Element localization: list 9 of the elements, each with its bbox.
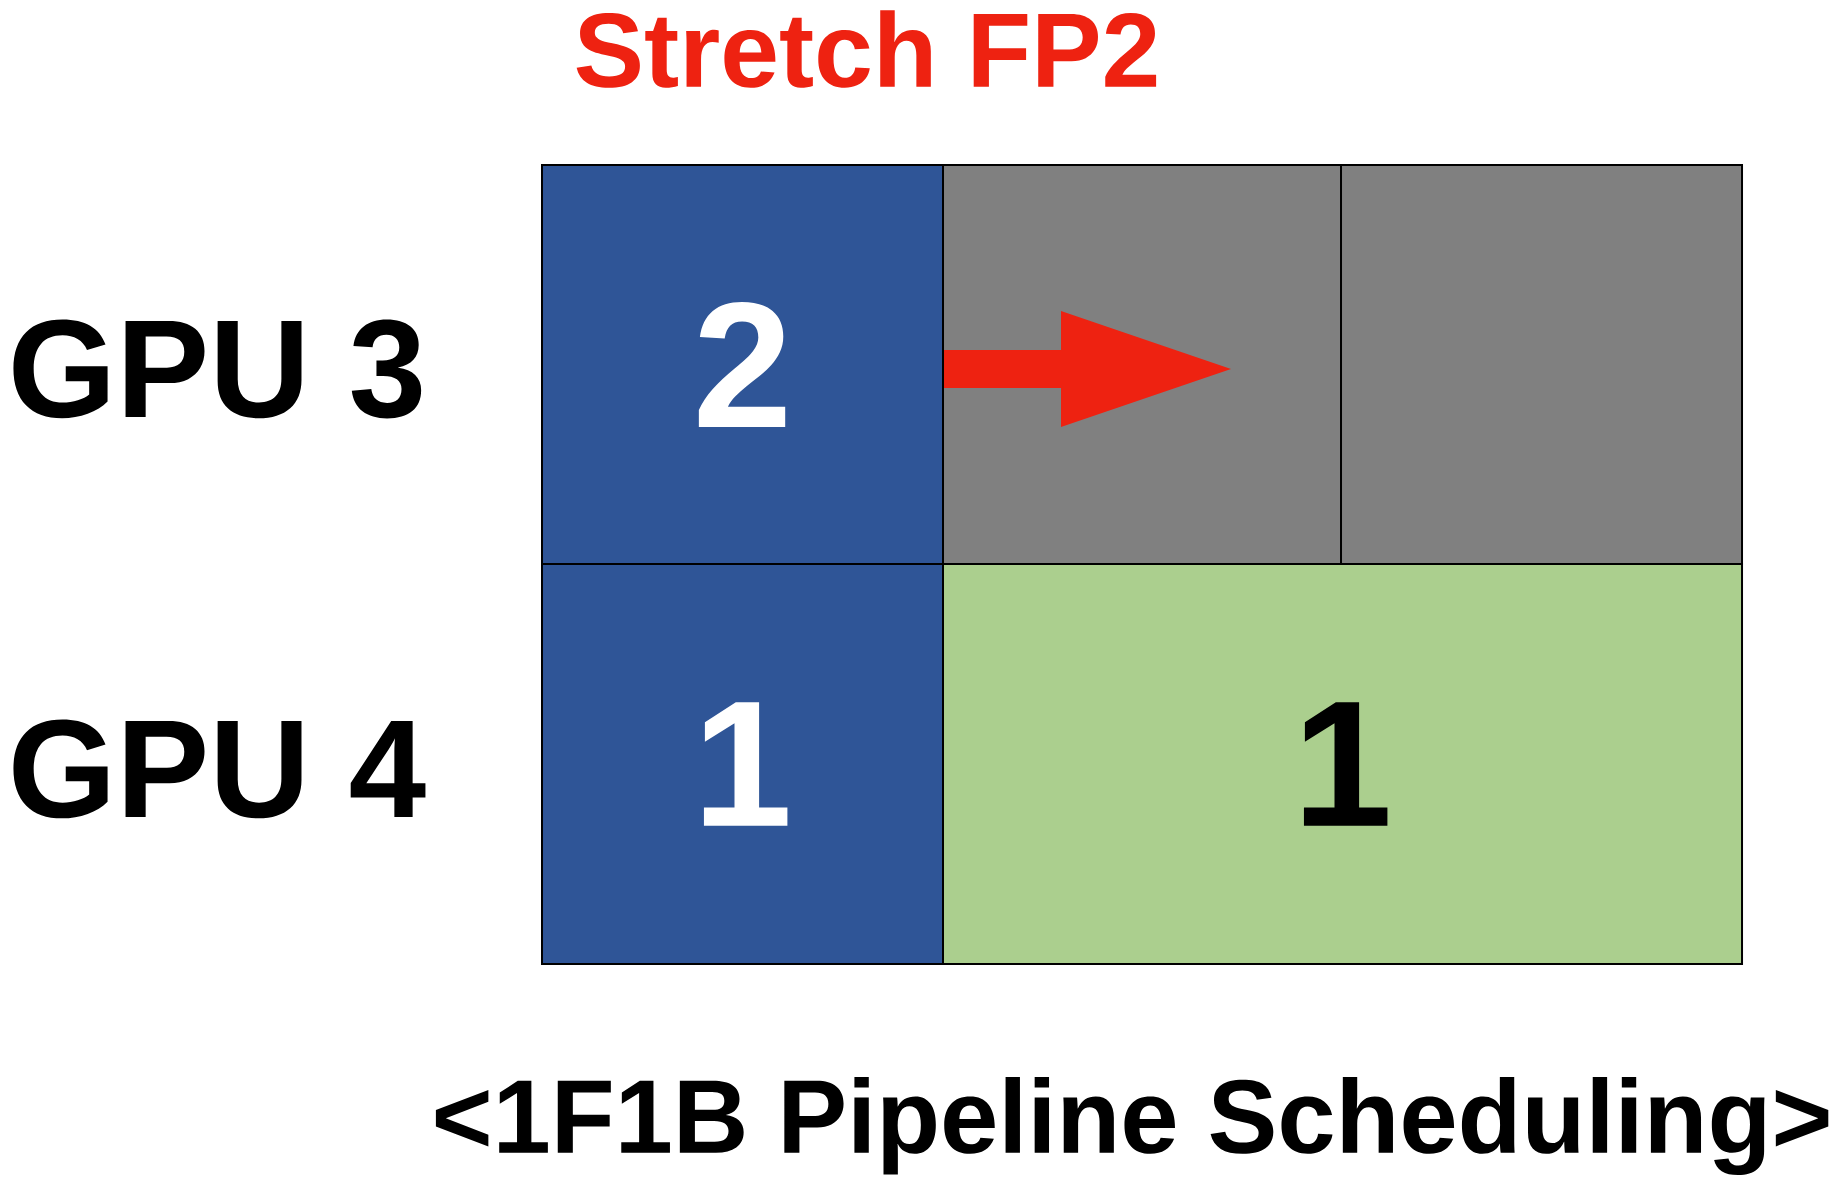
row-label: GPU 4 (13, 719, 426, 819)
task-cell: 1 (541, 563, 944, 965)
caption: <1F1B Pipeline Scheduling> (435, 1077, 1829, 1175)
task-cell: 2 (541, 164, 944, 565)
idle-cell (1340, 164, 1743, 565)
row-label: GPU 3 (13, 319, 422, 419)
title: Stretch FP2 (576, 10, 1157, 88)
idle-cell (942, 164, 1342, 565)
task-cell: 1 (942, 563, 1743, 965)
